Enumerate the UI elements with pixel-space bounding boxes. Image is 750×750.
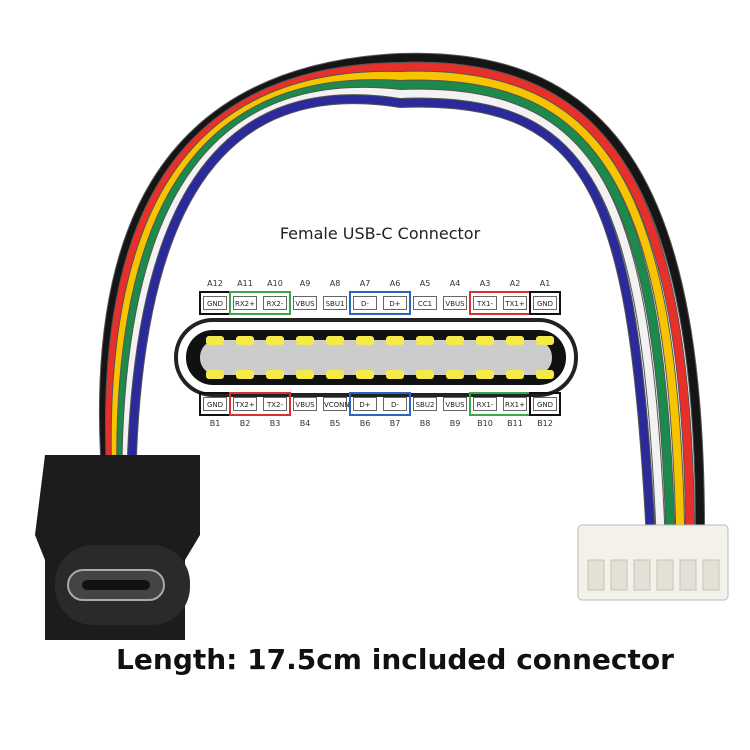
contact-top xyxy=(296,336,314,345)
contact-bottom xyxy=(476,370,494,379)
pin-number-bottom: B1 xyxy=(209,419,221,428)
pin-label-bottom: D- xyxy=(383,397,407,411)
pin-label-top: GND xyxy=(203,296,227,310)
pin-label-bottom: VBUS xyxy=(443,397,467,411)
rx2-group xyxy=(229,291,291,315)
pin-label-top: SBU1 xyxy=(323,296,347,310)
contact-top xyxy=(356,336,374,345)
contact-top xyxy=(236,336,254,345)
gnd-group xyxy=(199,392,231,416)
usb2-group xyxy=(349,392,411,416)
contact-top xyxy=(506,336,524,345)
pin-number-bottom: B7 xyxy=(389,419,401,428)
pin-label-bottom: GND xyxy=(533,397,557,411)
pin-number-top: A4 xyxy=(449,279,461,288)
jst-slot xyxy=(679,559,697,591)
pin-label-bottom: TX2- xyxy=(263,397,287,411)
contact-top xyxy=(386,336,404,345)
pin-label-bottom: SBU2 xyxy=(413,397,437,411)
contact-bottom xyxy=(296,370,314,379)
contact-bottom xyxy=(236,370,254,379)
pin-number-top: A3 xyxy=(479,279,491,288)
pin-label-top: CC1 xyxy=(413,296,437,310)
jst-slot xyxy=(633,559,651,591)
pin-label-top: D- xyxy=(353,296,377,310)
pin-number-bottom: B10 xyxy=(477,419,493,428)
receptacle-tongue xyxy=(200,340,552,375)
contact-bottom xyxy=(386,370,404,379)
jst-slot xyxy=(610,559,628,591)
pin-number-bottom: B11 xyxy=(507,419,523,428)
pin-number-bottom: B5 xyxy=(329,419,341,428)
pin-label-bottom: RX1- xyxy=(473,397,497,411)
pin-label-bottom: VCONN xyxy=(323,397,350,411)
pin-label-top: TX1+ xyxy=(503,296,527,310)
tx1-group xyxy=(469,291,531,315)
contact-top xyxy=(446,336,464,345)
pin-number-bottom: B3 xyxy=(269,419,281,428)
tx2-group xyxy=(229,392,291,416)
pin-number-bottom: B4 xyxy=(299,419,311,428)
pin-number-bottom: B9 xyxy=(449,419,461,428)
gnd-group xyxy=(199,291,231,315)
wire xyxy=(117,80,675,531)
pin-label-top: VBUS xyxy=(443,296,467,310)
contact-top xyxy=(266,336,284,345)
contact-bottom xyxy=(266,370,284,379)
contact-top xyxy=(536,336,554,345)
pin-label-bottom: RX1+ xyxy=(503,397,527,411)
diagram-title: Female USB-C Connector xyxy=(279,224,481,243)
wire xyxy=(99,53,704,531)
contact-bottom xyxy=(506,370,524,379)
pin-number-top: A10 xyxy=(267,279,283,288)
contact-top xyxy=(206,336,224,345)
contact-top xyxy=(326,336,344,345)
pin-number-top: A8 xyxy=(329,279,341,288)
pin-label-top: RX2+ xyxy=(233,296,257,310)
pin-number-bottom: B2 xyxy=(239,419,251,428)
pin-number-top: A2 xyxy=(509,279,521,288)
pin-label-bottom: GND xyxy=(203,397,227,411)
wire xyxy=(122,88,665,531)
contact-bottom xyxy=(416,370,434,379)
jst-slot xyxy=(656,559,674,591)
rx1-group xyxy=(469,392,531,416)
wire xyxy=(128,95,655,531)
pin-number-top: A11 xyxy=(237,279,253,288)
pin-number-top: A6 xyxy=(389,279,401,288)
usb-c-tongue xyxy=(82,580,150,590)
pin-number-bottom: B12 xyxy=(537,419,553,428)
contact-bottom xyxy=(326,370,344,379)
pin-number-bottom: B8 xyxy=(419,419,431,428)
jst-slot xyxy=(587,559,605,591)
pin-label-bottom: TX2+ xyxy=(233,397,257,411)
gnd-group xyxy=(529,392,561,416)
contact-top xyxy=(416,336,434,345)
contact-top xyxy=(476,336,494,345)
gnd-group xyxy=(529,291,561,315)
pin-number-bottom: B6 xyxy=(359,419,371,428)
pin-label-bottom: D+ xyxy=(353,397,377,411)
contact-bottom xyxy=(356,370,374,379)
pin-label-top: D+ xyxy=(383,296,407,310)
pin-label-top: TX1- xyxy=(473,296,497,310)
pin-number-top: A1 xyxy=(539,279,551,288)
pin-number-top: A5 xyxy=(419,279,431,288)
contact-bottom xyxy=(536,370,554,379)
contact-bottom xyxy=(206,370,224,379)
pin-label-bottom: VBUS xyxy=(293,397,317,411)
wire xyxy=(105,62,695,531)
pin-number-top: A7 xyxy=(359,279,371,288)
usb2-group xyxy=(349,291,411,315)
wire xyxy=(111,71,685,531)
pin-number-top: A12 xyxy=(207,279,223,288)
pin-label-top: GND xyxy=(533,296,557,310)
pin-number-top: A9 xyxy=(299,279,311,288)
length-caption: Length: 17.5cm included connector xyxy=(116,643,674,676)
contact-bottom xyxy=(446,370,464,379)
pin-label-top: RX2- xyxy=(263,296,287,310)
pin-label-top: VBUS xyxy=(293,296,317,310)
jst-slot xyxy=(702,559,720,591)
